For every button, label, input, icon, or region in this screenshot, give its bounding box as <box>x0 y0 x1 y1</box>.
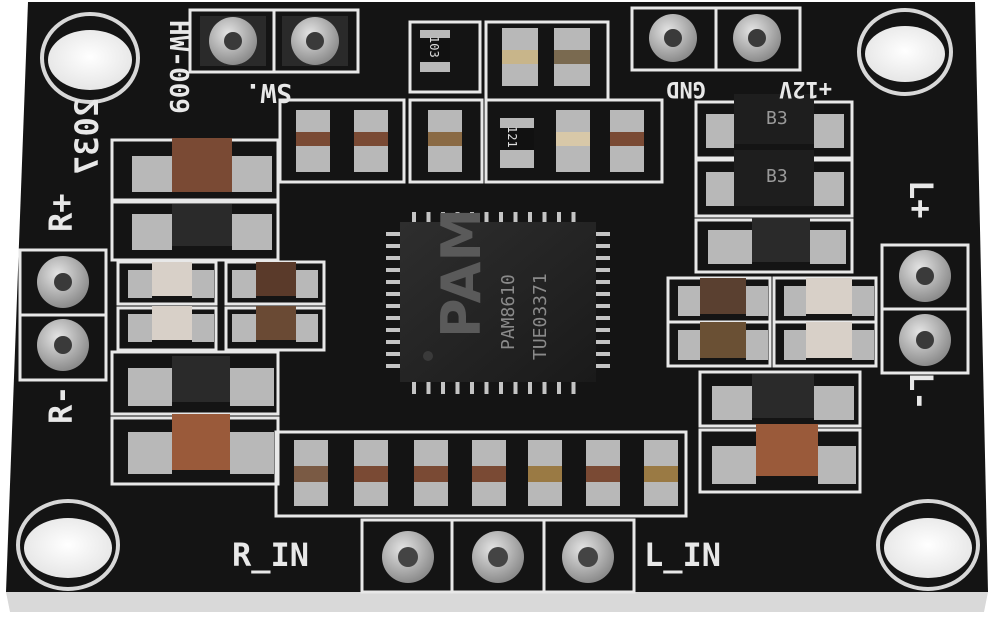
chip-pin <box>426 212 431 224</box>
resistor-121-code: 121 <box>505 126 519 148</box>
chip-logo: PAM <box>430 208 493 338</box>
chip-pin <box>441 380 445 394</box>
chip-pin <box>386 352 402 356</box>
chip-pin <box>528 212 532 224</box>
pad-l-in <box>562 531 614 583</box>
label-r-in: R_IN <box>232 536 309 574</box>
chip-pin <box>571 380 576 394</box>
chip-pin <box>594 340 610 344</box>
label-r-plus: R+ <box>42 193 80 232</box>
connector-pads <box>37 14 951 583</box>
chip-pin <box>455 212 460 224</box>
chip-pin <box>470 380 474 394</box>
label-gnd: GND <box>666 76 706 101</box>
chip-pin <box>386 280 402 284</box>
pad-l-minus <box>899 314 951 366</box>
chip-pin <box>594 352 610 356</box>
label-12v: +12V <box>779 76 832 101</box>
smd-components-horizontal <box>128 94 874 484</box>
resistor-103 <box>420 30 450 72</box>
chip-pin <box>594 328 610 332</box>
pad-r-minus <box>37 319 89 371</box>
chip-pin <box>594 232 610 236</box>
chip-part-number: PAM8610 <box>498 274 519 350</box>
model-label: HW-009 <box>163 20 193 114</box>
mounting-holes <box>16 8 980 591</box>
label-l-minus: L- <box>902 372 940 411</box>
chip-pin <box>386 256 402 260</box>
chip-pin <box>499 380 503 394</box>
chip-pin <box>470 212 474 224</box>
chip-pin <box>571 212 576 224</box>
date-label: 2037 <box>68 98 106 175</box>
pad-12v <box>733 14 781 62</box>
chip-pin <box>594 292 610 296</box>
chip-pin <box>386 244 402 248</box>
chip-pin <box>441 212 445 224</box>
pad-r-plus <box>37 256 89 308</box>
chip-pin <box>557 380 561 394</box>
chip-pin <box>455 380 460 394</box>
chip-date-code: TUE03371 <box>530 273 551 360</box>
chip-pin <box>386 328 402 332</box>
label-sw: SW. <box>245 77 292 107</box>
board-edge <box>6 592 988 612</box>
chip-pin <box>513 380 518 394</box>
chip-pin <box>484 380 489 394</box>
pad-r-in <box>382 531 434 583</box>
chip-pin <box>386 304 402 308</box>
chip-pin <box>528 380 532 394</box>
pad-gnd-in <box>472 531 524 583</box>
chip-pin <box>594 304 610 308</box>
chip-pin <box>499 212 503 224</box>
chip-pin <box>594 244 610 248</box>
chip-pin <box>412 212 416 224</box>
chip-pin <box>557 212 561 224</box>
pad-sw-1 <box>200 16 266 66</box>
label-r-minus: R- <box>42 385 80 424</box>
chip-pin <box>386 268 402 272</box>
chip-pin <box>386 364 402 368</box>
pam8610-chip <box>386 212 610 394</box>
diode-2-code: B3 <box>766 166 788 187</box>
chip-pin <box>386 232 402 236</box>
resistor-121 <box>500 118 534 168</box>
chip-pin <box>412 380 416 394</box>
pad-sw-2 <box>282 16 348 66</box>
chip-pin <box>386 316 402 320</box>
chip-pin <box>386 340 402 344</box>
diode-1-code: B3 <box>766 108 788 129</box>
chip-pin <box>594 280 610 284</box>
resistor-103-code: 103 <box>427 36 441 58</box>
pad-l-plus <box>899 250 951 302</box>
smd-components-vertical <box>294 28 678 506</box>
pad-gnd <box>649 14 697 62</box>
chip-pin <box>594 268 610 272</box>
label-l-plus: L+ <box>902 180 940 219</box>
chip-pin <box>542 380 547 394</box>
chip-pin <box>386 292 402 296</box>
chip-pin <box>594 364 610 368</box>
chip-pin <box>484 212 489 224</box>
chip-pin <box>594 256 610 260</box>
chip-pin <box>513 212 518 224</box>
chip-pin <box>542 212 547 224</box>
label-l-in: L_IN <box>644 536 721 574</box>
chip-pin <box>594 316 610 320</box>
chip-pin <box>426 380 431 394</box>
